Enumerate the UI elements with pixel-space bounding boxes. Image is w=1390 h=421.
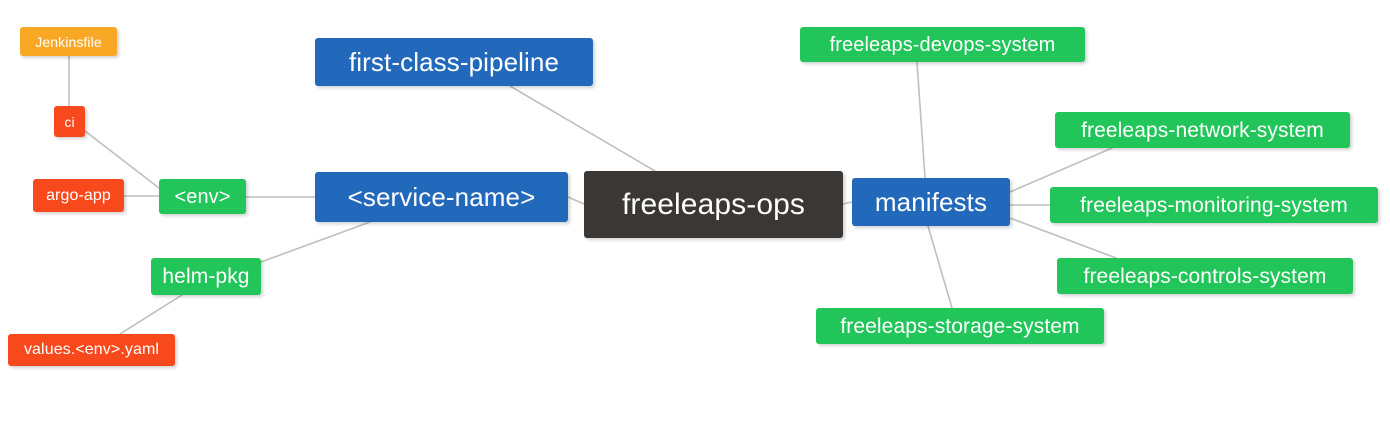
node-label-first-class-pipeline: first-class-pipeline bbox=[348, 47, 560, 77]
edge-manifests-devops bbox=[916, 61, 926, 179]
node-label-freeleaps-storage-system: freeleaps-storage-system bbox=[840, 314, 1080, 338]
edge-service-name-helm-pkg bbox=[260, 221, 371, 263]
edge-ops-first-class-pipeline bbox=[509, 85, 656, 172]
node-label-manifests: manifests bbox=[874, 187, 988, 217]
node-jenkinsfile[interactable]: Jenkinsfile bbox=[20, 27, 117, 56]
edge-ops-service-name bbox=[567, 196, 585, 205]
node-first-class-pipeline[interactable]: first-class-pipeline bbox=[315, 38, 593, 86]
node-label-ci: ci bbox=[64, 113, 75, 130]
node-label-freeleaps-controls-system: freeleaps-controls-system bbox=[1083, 264, 1327, 288]
node-label-jenkinsfile: Jenkinsfile bbox=[35, 33, 102, 50]
node-freeleaps-devops-system[interactable]: freeleaps-devops-system bbox=[800, 27, 1085, 62]
node-label-helm-pkg: helm-pkg bbox=[162, 265, 250, 288]
edge-manifests-network bbox=[1009, 147, 1113, 193]
node-label-service-name: <service-name> bbox=[347, 182, 536, 212]
node-label-env: <env> bbox=[174, 185, 231, 208]
node-label-values-yaml: values.<env>.yaml bbox=[23, 341, 160, 358]
node-label-freeleaps-ops: freeleaps-ops bbox=[621, 187, 806, 221]
node-ci[interactable]: ci bbox=[54, 106, 85, 137]
node-env[interactable]: <env> bbox=[159, 179, 246, 214]
node-freeleaps-ops[interactable]: freeleaps-ops bbox=[584, 171, 843, 238]
node-freeleaps-network-system[interactable]: freeleaps-network-system bbox=[1055, 112, 1350, 148]
node-freeleaps-monitoring-system[interactable]: freeleaps-monitoring-system bbox=[1050, 187, 1378, 223]
edge-ops-manifests bbox=[842, 201, 853, 205]
node-label-freeleaps-network-system: freeleaps-network-system bbox=[1081, 118, 1324, 142]
node-argo-app[interactable]: argo-app bbox=[33, 179, 124, 212]
node-service-name[interactable]: <service-name> bbox=[315, 172, 568, 222]
node-helm-pkg[interactable]: helm-pkg bbox=[151, 258, 261, 295]
node-label-freeleaps-devops-system: freeleaps-devops-system bbox=[829, 33, 1056, 56]
node-values-yaml[interactable]: values.<env>.yaml bbox=[8, 334, 175, 366]
node-freeleaps-controls-system[interactable]: freeleaps-controls-system bbox=[1057, 258, 1353, 294]
edge-manifests-controls bbox=[1009, 217, 1117, 259]
edge-helm-pkg-values-yaml bbox=[119, 294, 183, 335]
node-label-argo-app: argo-app bbox=[46, 186, 111, 204]
node-freeleaps-storage-system[interactable]: freeleaps-storage-system bbox=[816, 308, 1104, 344]
node-manifests[interactable]: manifests bbox=[852, 178, 1010, 226]
edge-manifests-storage bbox=[927, 225, 953, 309]
node-label-freeleaps-monitoring-system: freeleaps-monitoring-system bbox=[1080, 193, 1348, 217]
